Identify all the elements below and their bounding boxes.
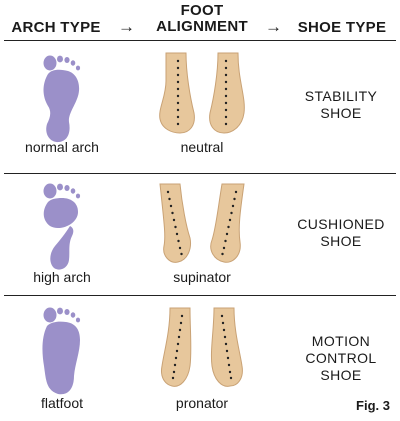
footprint-normal-arch-icon [43, 55, 81, 143]
shoe-label-motion-control-line2: CONTROL [305, 350, 377, 366]
header-foot-alignment-line1: FOOT [180, 2, 224, 19]
footprint-high-arch-icon [43, 183, 81, 270]
shoe-label-motion-control: MOTION CONTROL SHOE [286, 333, 396, 384]
shoe-label-cushioned-line1: CUSHIONED [297, 216, 385, 232]
diagram-header: ARCH TYPE → FOOT ALIGNMENT → SHOE TYPE [0, 0, 400, 40]
shoe-label-stability: STABILITY SHOE [286, 88, 396, 122]
shoe-label-cushioned-line2: SHOE [320, 233, 362, 249]
shoe-label-motion-control-line1: MOTION [311, 333, 371, 349]
feet-neutral-icon [159, 52, 245, 134]
alignment-label-neutral: neutral [180, 139, 224, 155]
feet-supinator-icon [159, 183, 245, 263]
footprint-flatfoot-icon [42, 307, 81, 395]
arch-label-normal: normal arch [25, 139, 99, 155]
header-arrow-2: → [265, 17, 282, 36]
row-divider-2 [4, 295, 396, 296]
header-divider [4, 40, 396, 41]
alignment-label-pronator: pronator [175, 395, 229, 411]
feet-pronator-icon [161, 307, 243, 387]
arch-label-flatfoot: flatfoot [40, 395, 84, 411]
arch-label-high: high arch [33, 269, 91, 285]
row-divider-1 [4, 173, 396, 174]
row-normal-arch: normal arch neutral STABILITY SHOE [0, 41, 400, 173]
header-arrow-1: → [118, 17, 135, 36]
shoe-label-stability-line1: STABILITY [304, 88, 378, 104]
row-high-arch: high arch supinator CUSHIONED SHOE [0, 174, 400, 295]
header-foot-alignment: FOOT ALIGNMENT [152, 3, 252, 35]
shoe-label-cushioned: CUSHIONED SHOE [286, 216, 396, 250]
figure-label: Fig. 3 [356, 398, 390, 413]
header-foot-alignment-line2: ALIGNMENT [156, 18, 248, 35]
header-shoe-type: SHOE TYPE [297, 19, 387, 36]
row-flatfoot: flatfoot pronator MOTION CONTROL SHOE [0, 296, 400, 421]
alignment-label-supinator: supinator [173, 269, 231, 285]
header-arch-type: ARCH TYPE [11, 19, 101, 36]
shoe-label-stability-line2: SHOE [320, 105, 362, 121]
shoe-label-motion-control-line3: SHOE [320, 367, 362, 383]
